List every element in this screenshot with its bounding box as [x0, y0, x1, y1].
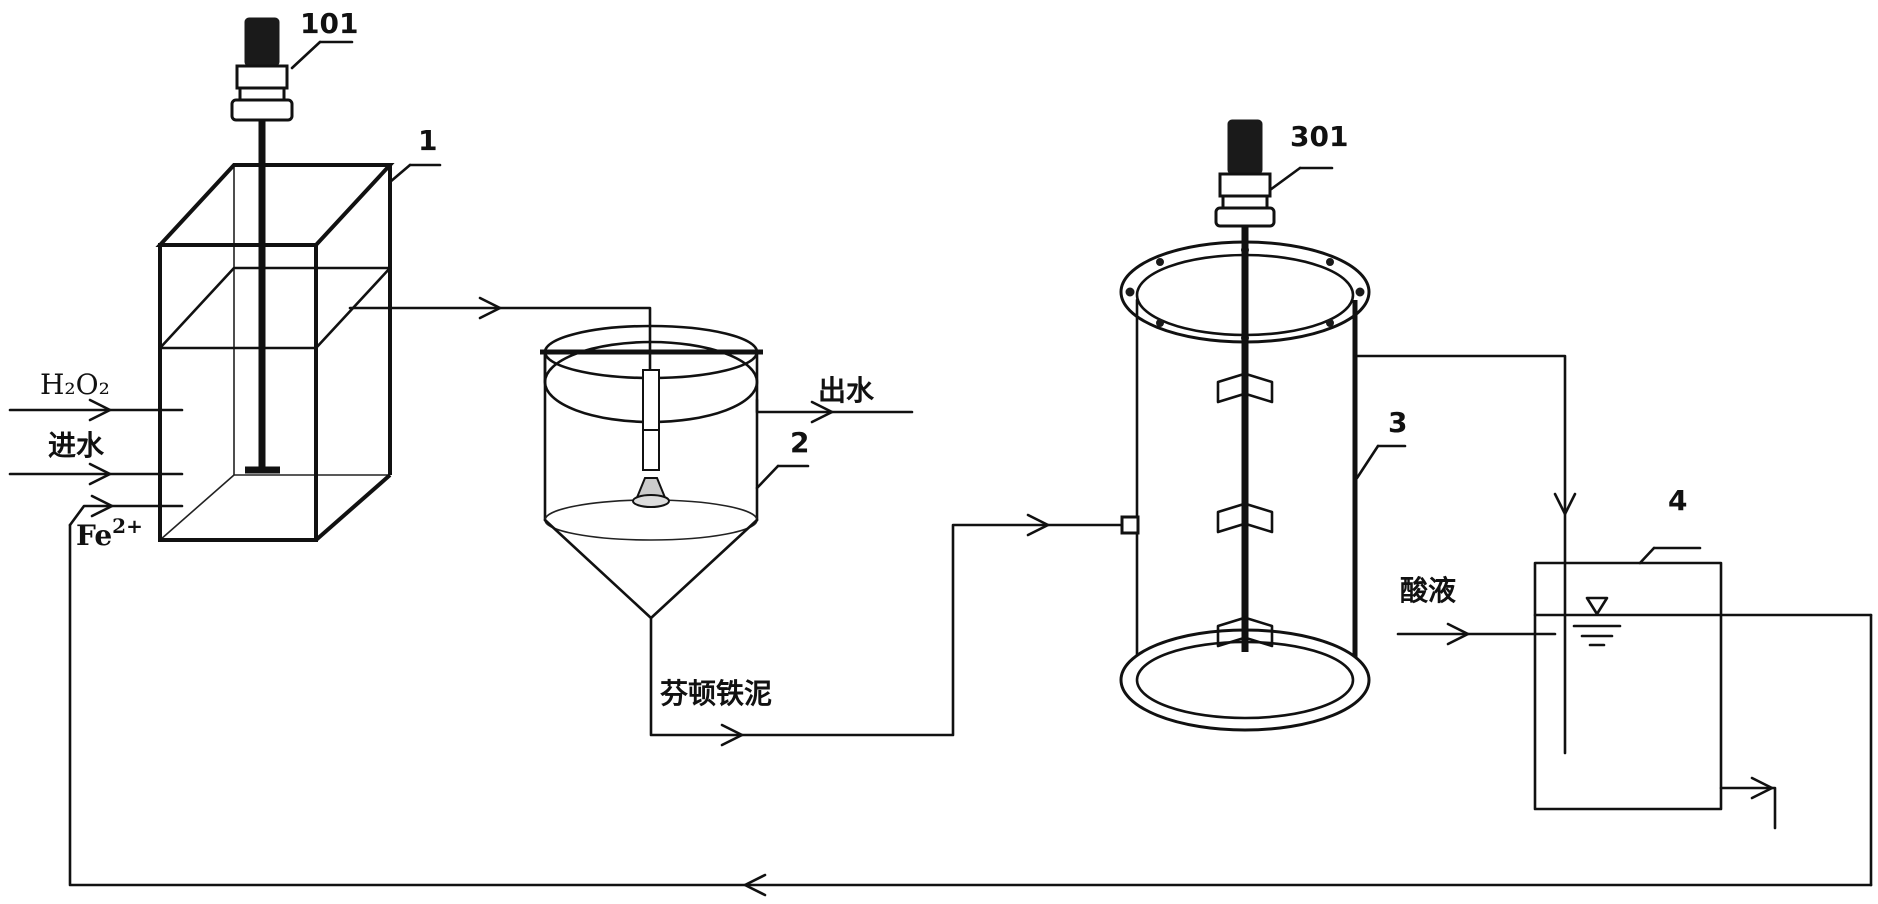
reactor-3-label: 3	[1388, 406, 1407, 439]
reaction-tank-1	[155, 120, 395, 542]
acid-label: 酸液	[1400, 574, 1456, 607]
pipe-3-to-4	[1355, 354, 1577, 755]
acid-inlet: 酸液	[1396, 574, 1557, 646]
return-line-to-tank-1	[68, 523, 1873, 897]
outlet-water-label: 出水	[818, 374, 875, 407]
stirrer-motor-101: 101	[230, 7, 358, 122]
reactor-3	[1119, 200, 1371, 732]
overflow-pipe-1-to-2	[348, 296, 652, 372]
fe2-label: Fe2+	[76, 514, 143, 552]
tank-4-outlet	[1719, 776, 1777, 830]
h2o2-inlet: H₂O₂	[8, 368, 184, 422]
settling-tank-2	[540, 324, 763, 620]
motor-101-label: 101	[300, 7, 358, 40]
settler-2-leader: 2	[755, 426, 809, 490]
fe2-inlet: Fe2+	[68, 494, 184, 552]
inlet-water-label: 进水	[48, 429, 105, 462]
tank-4-leader: 4	[1638, 484, 1702, 565]
tank-4-label: 4	[1668, 484, 1687, 517]
tank-1-label: 1	[418, 124, 437, 157]
acid-tank-4	[1533, 561, 1873, 887]
tank-1-leader: 1	[388, 124, 442, 184]
h2o2-label: H₂O₂	[40, 368, 110, 401]
fenton-sludge-label: 芬顿铁泥	[660, 677, 772, 710]
stirrer-motor-301: 301	[1214, 119, 1348, 228]
water-inlet: 进水	[8, 429, 184, 486]
sludge-pipe-2-to-3: 芬顿铁泥	[649, 513, 1122, 747]
outlet-water-pipe: 出水	[755, 374, 914, 424]
reactor-3-leader: 3	[1355, 406, 1407, 480]
settler-2-label: 2	[790, 426, 809, 459]
motor-301-label: 301	[1290, 120, 1348, 153]
